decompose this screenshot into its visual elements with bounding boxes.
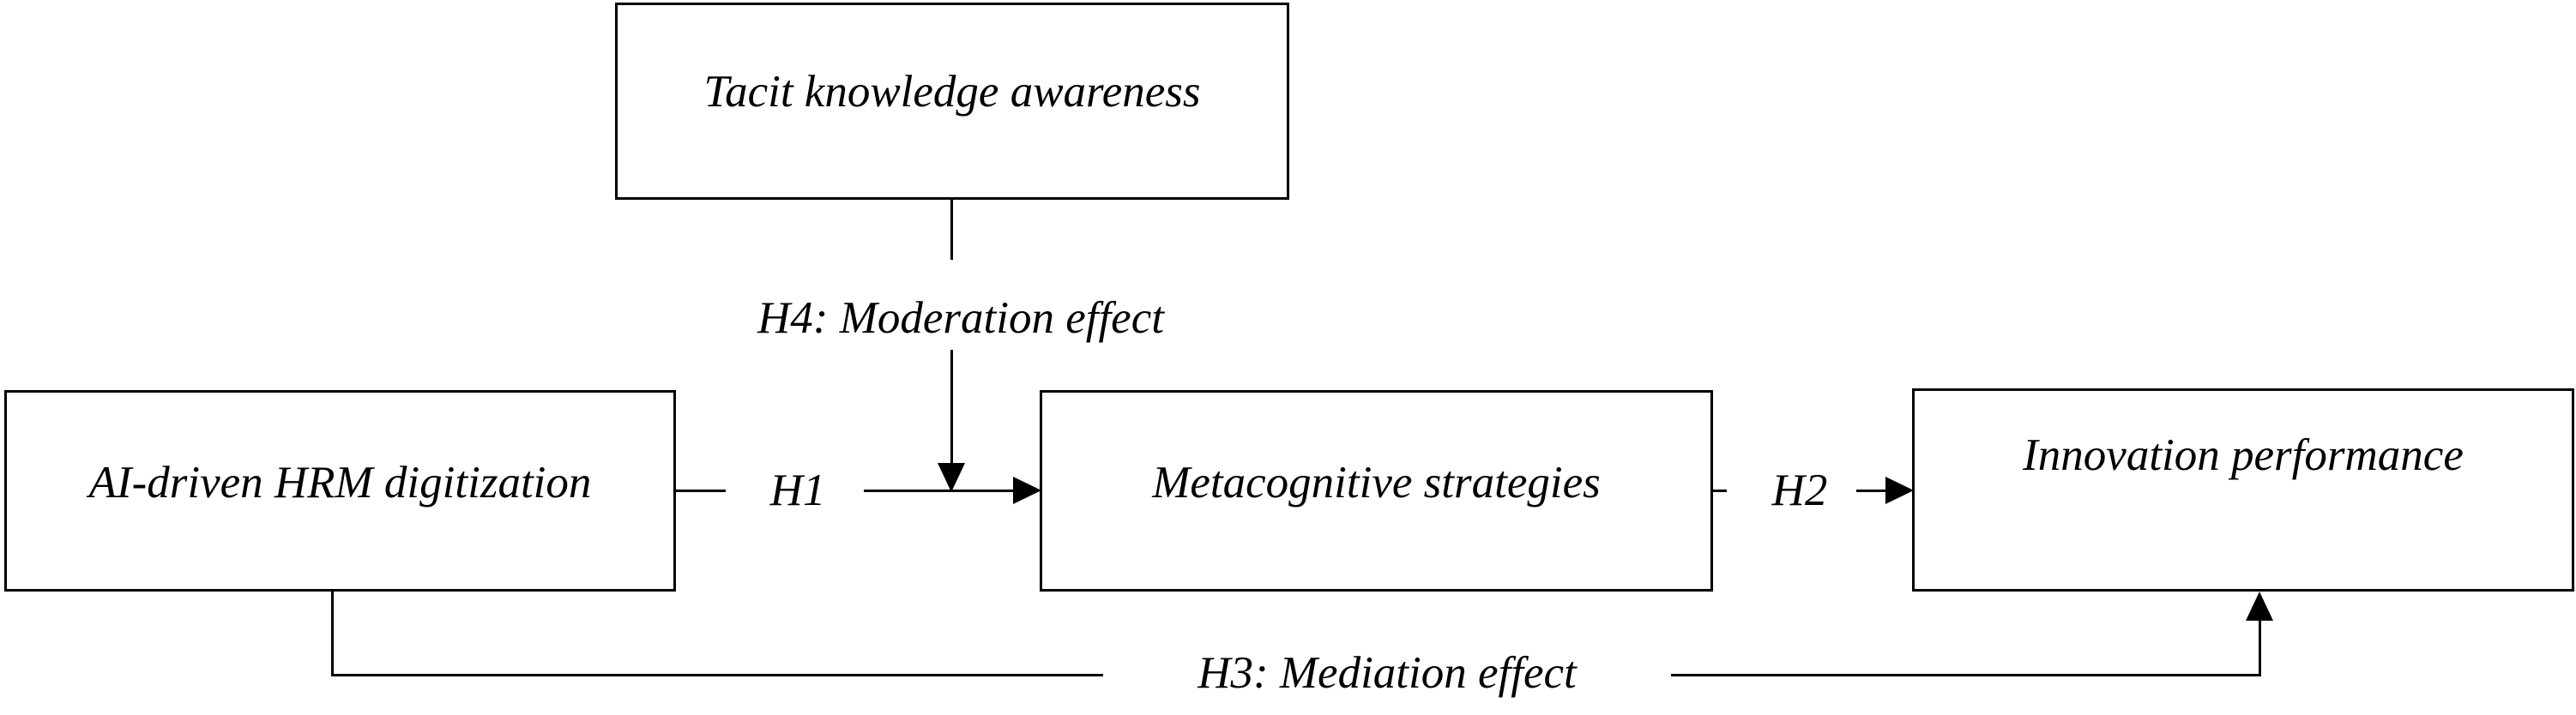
- edge-h4-arrowhead-down-icon: [938, 463, 965, 492]
- edge-h3-arrowhead-up-icon: [2246, 592, 2273, 621]
- edge-label-h2: H2: [1771, 466, 1828, 515]
- node-label-metacognitive-strategies: Metacognitive strategies: [1152, 458, 1601, 508]
- node-metacognitive-strategies: Metacognitive strategies: [1040, 390, 1713, 592]
- edge-h2-dash: [1713, 490, 1727, 492]
- node-label-innovation-performance: Innovation performance: [2023, 430, 2464, 481]
- edge-label-h1: H1: [769, 466, 826, 515]
- node-tacit-knowledge-awareness: Tacit knowledge awareness: [615, 3, 1289, 200]
- edge-h3-horizontal-right: [1671, 674, 2261, 676]
- edge-h1-line-left: [676, 490, 726, 492]
- edge-h2-arrowhead-right-icon: [1885, 477, 1914, 504]
- node-innovation-performance: Innovation performance: [1912, 388, 2574, 592]
- edge-h3-vertical-right: [2259, 616, 2261, 676]
- node-label-ai-driven-hrm-digitization: AI-driven HRM digitization: [88, 458, 592, 508]
- edge-h4-line-lower: [950, 350, 953, 463]
- edge-label-h3: H3: Mediation effect: [1198, 648, 1577, 698]
- edge-h2-line: [1856, 490, 1887, 492]
- edge-h4-line-upper: [950, 200, 953, 260]
- edge-h3-horizontal-left: [331, 674, 1103, 676]
- node-label-tacit-knowledge-awareness: Tacit knowledge awareness: [703, 66, 1201, 117]
- edge-label-h4: H4: Moderation effect: [757, 293, 1164, 343]
- node-ai-driven-hrm-digitization: AI-driven HRM digitization: [4, 390, 676, 592]
- edge-h1-arrowhead-right-icon: [1013, 477, 1041, 504]
- edge-h3-vertical-left: [331, 592, 334, 676]
- edge-h1-line-right: [864, 490, 1013, 492]
